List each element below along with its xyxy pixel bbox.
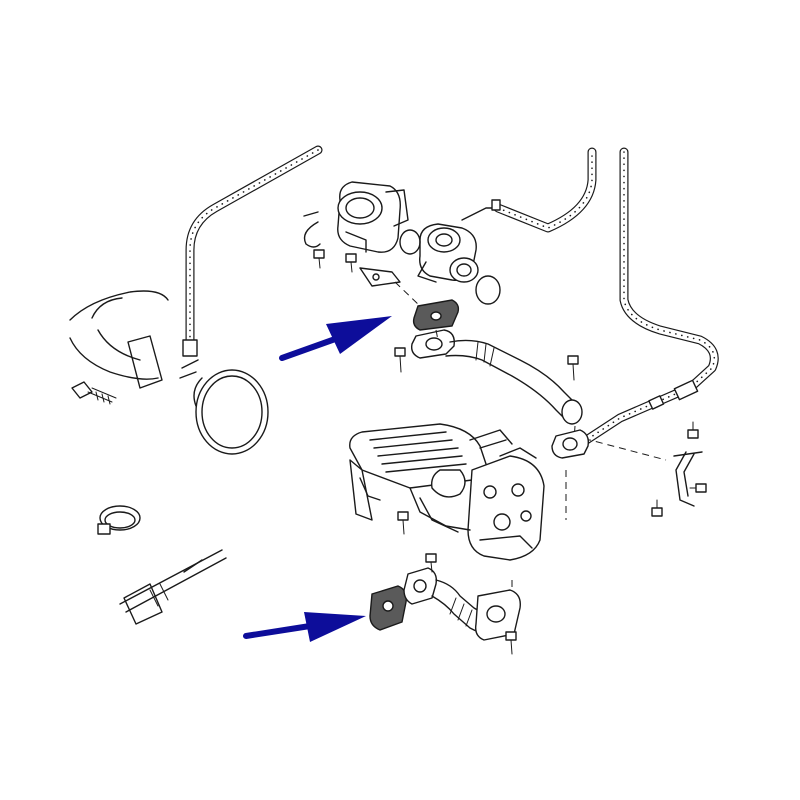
- bracket-right: [673, 451, 703, 507]
- vacuum-hose-right-vertical: [619, 147, 719, 393]
- hose-fitting: [491, 199, 501, 211]
- flange-gasket-right: [551, 429, 590, 459]
- bracket-upper: [359, 267, 401, 287]
- cooler-support: [409, 487, 471, 533]
- cable-tie: [119, 549, 227, 625]
- vacuum-hose-upper-right: [493, 147, 597, 233]
- lower-gasket-arrow: [243, 612, 366, 642]
- bolt-right-bottom: [651, 499, 663, 517]
- reservoir-body: [195, 369, 269, 455]
- vacuum-hose-left: [185, 145, 323, 355]
- bolt-upper-1: [313, 249, 325, 269]
- hose-connector-left: [182, 339, 198, 357]
- egr-cooler: [349, 423, 513, 521]
- o-ring-large: [475, 275, 501, 305]
- bolt-upper-pipe-left: [394, 347, 406, 373]
- bolt-lower-pipe-top: [425, 553, 437, 573]
- bolt-upper-pipe-right: [567, 355, 579, 381]
- vacuum-hoses: [182, 145, 719, 457]
- bolt-right-middle: [689, 483, 707, 493]
- vacuum-reservoir: [179, 359, 269, 455]
- throttle-body: [337, 181, 409, 253]
- gasket-upper-hole: [430, 311, 442, 321]
- egr-pipe-lower: [403, 567, 521, 641]
- hose-joint: [648, 395, 665, 410]
- bolt-upper-2: [345, 253, 357, 273]
- bolt-left-reservoir: [71, 381, 117, 405]
- egr-cooler-body: [467, 447, 545, 561]
- upper-gasket-arrow: [279, 316, 392, 361]
- gasket-lower-hole: [382, 600, 394, 612]
- intake-pipe: [69, 290, 169, 389]
- bolt-lower-pipe-bottom: [505, 631, 517, 655]
- hose-connector-right: [673, 379, 699, 401]
- hose-clip: [303, 221, 321, 248]
- hose-clamp: [97, 505, 141, 535]
- clip-end: [303, 211, 319, 217]
- bolt-right-top: [687, 421, 699, 439]
- o-ring-small: [399, 229, 421, 255]
- bolt-cooler: [397, 511, 409, 535]
- egr-pipe-upper: [410, 329, 583, 425]
- egr-valve: [417, 223, 479, 283]
